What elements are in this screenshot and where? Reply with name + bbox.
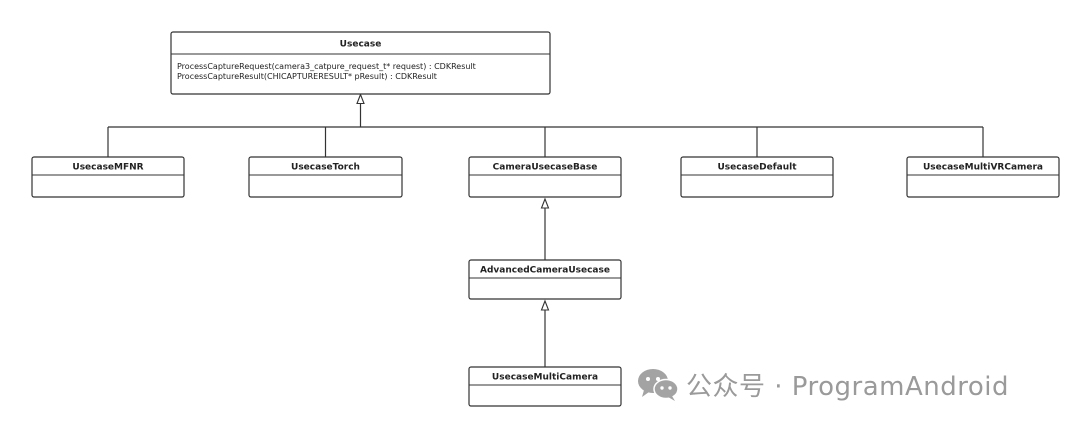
class-name-usecase-mfnr: UsecaseMFNR: [72, 163, 143, 173]
class-box-advanced-camera-usecase: [468, 259, 622, 300]
class-member: ProcessCaptureRequest(camera3_catpure_re…: [177, 62, 476, 71]
class-box-usecase-multi-camera: [468, 366, 622, 407]
class-name-usecase-default: UsecaseDefault: [718, 163, 798, 173]
class-usecase: UsecaseProcessCaptureRequest(camera3_cat…: [170, 31, 551, 95]
class-name-usecase-multi-camera: UsecaseMultiCamera: [492, 373, 598, 383]
class-box-usecase-multi-vr-camera: [906, 156, 1060, 198]
class-usecase-multi-camera: UsecaseMultiCamera: [468, 366, 622, 407]
class-box-usecase-mfnr: [31, 156, 185, 198]
inheritance-arrowhead: [540, 197, 550, 209]
class-boxes: UsecaseProcessCaptureRequest(camera3_cat…: [31, 31, 1060, 407]
watermark-text: 公众号 · ProgramAndroid: [686, 371, 1010, 402]
class-camera-usecase-base: CameraUsecaseBase: [468, 156, 622, 198]
class-box-camera-usecase-base: [468, 156, 622, 198]
class-usecase-torch: UsecaseTorch: [248, 156, 403, 198]
class-advanced-camera-usecase: AdvancedCameraUsecase: [468, 259, 622, 300]
class-box-usecase: [170, 31, 551, 95]
inheritance-arrowhead: [540, 299, 550, 311]
class-usecase-multi-vr-camera: UsecaseMultiVRCamera: [906, 156, 1060, 198]
inheritance-edges: [107, 92, 984, 367]
inheritance-arrowhead: [356, 92, 365, 105]
class-name-usecase-multi-vr-camera: UsecaseMultiVRCamera: [923, 163, 1043, 173]
class-box-usecase-torch: [248, 156, 403, 198]
class-usecase-default: UsecaseDefault: [680, 156, 834, 198]
class-name-usecase-torch: UsecaseTorch: [291, 163, 360, 173]
watermark: 公众号 · ProgramAndroid: [636, 364, 1009, 404]
class-name-camera-usecase-base: CameraUsecaseBase: [493, 163, 598, 173]
class-name-usecase: Usecase: [340, 40, 382, 50]
class-box-usecase-default: [680, 156, 834, 198]
class-name-advanced-camera-usecase: AdvancedCameraUsecase: [480, 266, 610, 276]
class-member: ProcessCaptureResult(CHICAPTURERESULT* p…: [177, 72, 437, 81]
class-usecase-mfnr: UsecaseMFNR: [31, 156, 185, 198]
wechat-icon: [638, 369, 679, 401]
